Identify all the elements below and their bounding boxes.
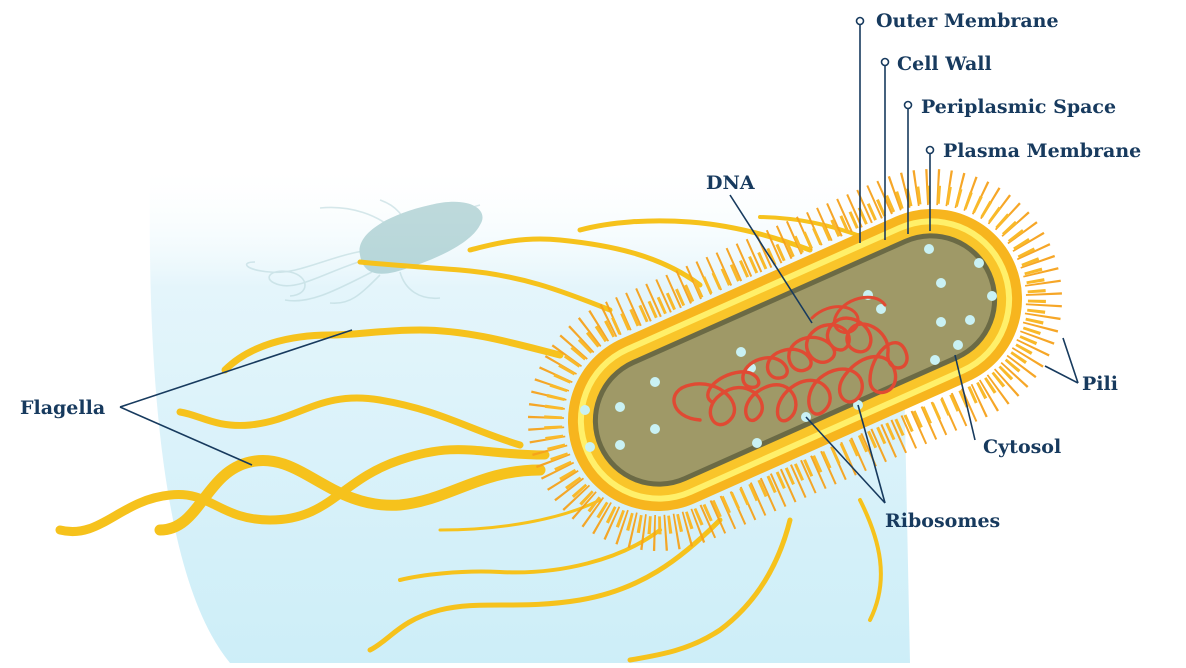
label-flagella: Flagella <box>20 397 105 419</box>
label-plasma-membrane: Plasma Membrane <box>943 140 1141 162</box>
label-outer-membrane: Outer Membrane <box>876 10 1059 32</box>
label-cell-wall: Cell Wall <box>897 53 992 75</box>
label-ribosomes: Ribosomes <box>885 510 1000 532</box>
label-cytosol: Cytosol <box>983 436 1061 458</box>
label-pili: Pili <box>1082 373 1118 395</box>
label-dna: DNA <box>706 172 755 194</box>
label-periplasmic-space: Periplasmic Space <box>921 96 1116 118</box>
